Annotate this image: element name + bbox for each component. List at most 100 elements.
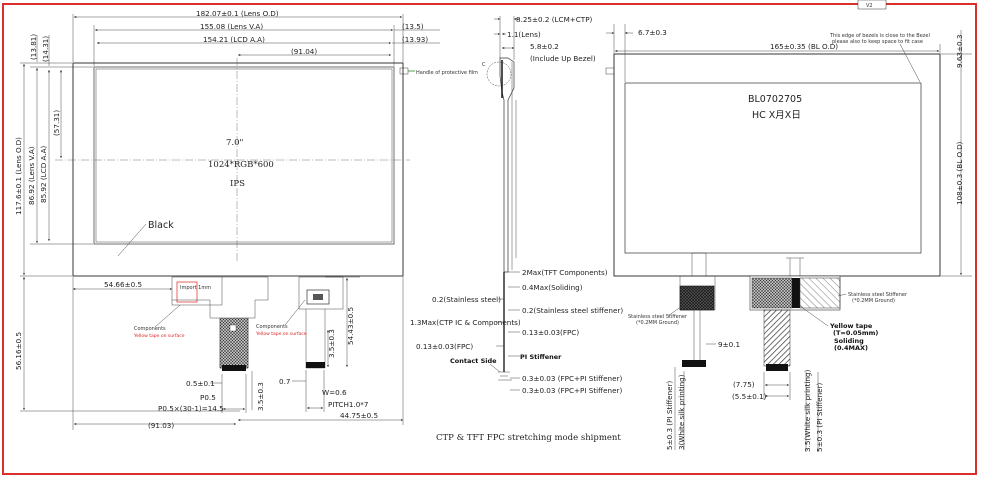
dim-height-lens-od: 117.6±0.1 (Lens O.D) <box>14 137 23 215</box>
black-leader <box>117 223 147 257</box>
dim-back-pi-r: 5±0.3 (PI Stiffener) <box>815 382 824 452</box>
tft-fpc-top <box>298 276 344 310</box>
back-stainless-r2: (*0.2MM Ground) <box>852 298 895 304</box>
dim-back-fpc-9: 9±0.1 <box>718 340 740 349</box>
ctp-fpc-top <box>171 276 223 306</box>
dim-right-4475: 44.75±0.5 <box>340 411 378 420</box>
dim-center-h: (91.04) <box>291 47 317 56</box>
comp-note: Yellow tape on surface <box>133 333 185 339</box>
dim-back-pi-l: 5±0.3 (PI Stiffener) <box>665 380 674 450</box>
dim-pitch-total: P0.5×(30-1)=14.5 <box>158 404 224 413</box>
dim-right-13-5: (13.5) <box>402 22 424 31</box>
svg-text:C: C <box>482 62 486 68</box>
dim-back-height-bl: 108±0.3 (BL O.D) <box>955 141 964 205</box>
dim-side-bezel: 5.8±0.2 <box>530 42 559 51</box>
dim-fpc-left: 54.66±0.5 <box>104 280 142 289</box>
dim-side-total: 8.25±0.2 (LCM+CTP) <box>516 15 593 24</box>
back-stainless-l: Stainless steel Stiffener <box>628 314 688 320</box>
back-stainless-l2: (*0.2MM Ground) <box>636 320 679 326</box>
back-note-top: This edge of bezels is close to the Beze… <box>829 33 930 39</box>
dim-back-right-963: 9.63±0.3 <box>955 35 964 68</box>
dim-back-775: (7.75) <box>733 380 755 389</box>
back-panel-inner <box>624 82 922 254</box>
dim-top-13-81: (13.81) <box>29 34 38 60</box>
back-view: BL0702705 HC X月X日 This edge of bezels is… <box>605 24 972 452</box>
tft-fpc-contacts <box>306 362 325 368</box>
back-yellow-tape2: (T=0.05mm) <box>833 329 878 337</box>
dim-side-bezel-note: (Include Up Bezel) <box>530 54 596 63</box>
dim-side-soliding: 0.4Max(Soliding) <box>522 283 583 292</box>
ctp-fpc-contacts <box>222 365 246 371</box>
lens-va-outline <box>93 66 395 245</box>
dim-conn-h: 3.5±0.3 <box>327 329 336 358</box>
back-fpc-grid <box>751 277 793 309</box>
back-stiffener-left <box>679 285 715 311</box>
dim-side-lens: 1.1(Lens) <box>507 30 541 39</box>
dim-pin-w: 0.5±0.1 <box>186 379 215 388</box>
back-yellow-tape: Yellow tape <box>829 322 873 330</box>
back-model: BL0702705 <box>748 94 802 105</box>
dim-back-width-bl: 165±0.35 (BL O.D) <box>770 42 838 51</box>
lcd-aa-outline <box>95 68 393 243</box>
dim-left-57-31: (57.31) <box>52 110 61 136</box>
dim-w-06: W=0.6 <box>322 388 347 397</box>
revision-label: V2 <box>866 3 873 9</box>
import-box <box>176 281 198 303</box>
side-caption: CTP & TFT FPC stretching mode shipment <box>436 433 621 443</box>
back-stiffener-right <box>799 277 841 309</box>
sheet-border <box>2 3 977 475</box>
dim-right-13-93: (13.93) <box>402 35 428 44</box>
dim-width-lcd-aa: 154.21 (LCD A.A) <box>203 35 265 44</box>
side-contact: Contact Side <box>450 357 497 365</box>
dim-fpc-right-h: 54.43±0.5 <box>346 307 355 345</box>
back-soliding2: (0.4MAX) <box>834 344 868 352</box>
dim-side-fpc-pi1: 0.3±0.03 (FPC+PI Stiffener) <box>522 374 622 383</box>
comp-note-2: Yellow tape on surface <box>255 331 307 337</box>
comp-label-2: Components <box>256 324 288 330</box>
dim-side-fpc-pi2: 0.3±0.03 (FPC+PI Stiffener) <box>522 386 622 395</box>
dim-tail-len: 3.5±0.3 <box>256 382 265 411</box>
dim-height-lens-va: 86.92 (Lens V.A) <box>27 146 36 205</box>
back-fpc-contacts-left <box>682 360 706 367</box>
revision-box <box>857 0 887 10</box>
dim-total-height: 56.16±0.5 <box>14 332 23 370</box>
back-note-top2: please also to keep space to fit case <box>832 39 923 45</box>
side-pi-stiffener: PI Stiffener <box>520 353 562 361</box>
dim-pitch-10: PITCH1.0*7 <box>328 400 368 409</box>
dim-bottom-center: (91.03) <box>148 421 174 430</box>
dim-small-07: 0.7 <box>279 377 290 386</box>
backlight-outline <box>613 53 941 277</box>
dim-pitch: P0.5 <box>200 393 216 402</box>
back-hc: HC X月X日 <box>752 110 801 121</box>
dim-side-fpc2: 0.13±0.03(FPC) <box>416 342 473 351</box>
dim-back-silk-l: 3(White silk printing) <box>677 374 686 450</box>
screen-type: IPS <box>230 179 245 189</box>
handle-note: Handle of protective film <box>416 70 478 76</box>
front-view: 7.0" 1024*RGB*600 IPS Black Handle of pr… <box>14 9 478 430</box>
dim-side-tft-comp: 2Max(TFT Components) <box>522 268 608 277</box>
dim-side-stainless: 0.2(Stainless steel) <box>432 295 501 304</box>
side-view: C 8.25±0.2 (LCM+CTP) 1.1(Lens) 5.8±0.2 (… <box>410 15 623 443</box>
import-label: Import 1mm <box>180 285 211 291</box>
back-fpc-contacts-right <box>766 364 788 371</box>
dim-width-lens-od: 182.07±0.1 (Lens O.D) <box>196 9 279 18</box>
back-fpc-tail <box>763 309 791 367</box>
back-soliding-block <box>792 278 800 308</box>
dim-side-stainless-stiff: 0.2(Stainless steel stiffener) <box>522 306 623 315</box>
back-stainless-r: Stainless steel Stiffener <box>848 292 908 298</box>
dim-width-lens-va: 155.08 (Lens V.A) <box>200 22 263 31</box>
comp-label: Components <box>134 326 166 332</box>
dim-back-left-67: 6.7±0.3 <box>638 28 667 37</box>
dim-top-14-31: (14.31) <box>41 36 50 62</box>
lens-outline <box>72 62 404 277</box>
black-label: Black <box>148 220 174 231</box>
screen-size: 7.0" <box>226 138 244 148</box>
dim-back-55: (5.5±0.1) <box>732 392 767 401</box>
back-soliding: Soliding <box>834 337 864 345</box>
dim-back-silk-r: 3.5(White silk printing) <box>803 369 812 452</box>
dim-height-lcd-aa: 85.92 (LCD A.A) <box>39 146 48 203</box>
screen-resolution: 1024*RGB*600 <box>208 160 274 170</box>
dim-side-fpc1: 0.13±0.03(FPC) <box>522 328 579 337</box>
